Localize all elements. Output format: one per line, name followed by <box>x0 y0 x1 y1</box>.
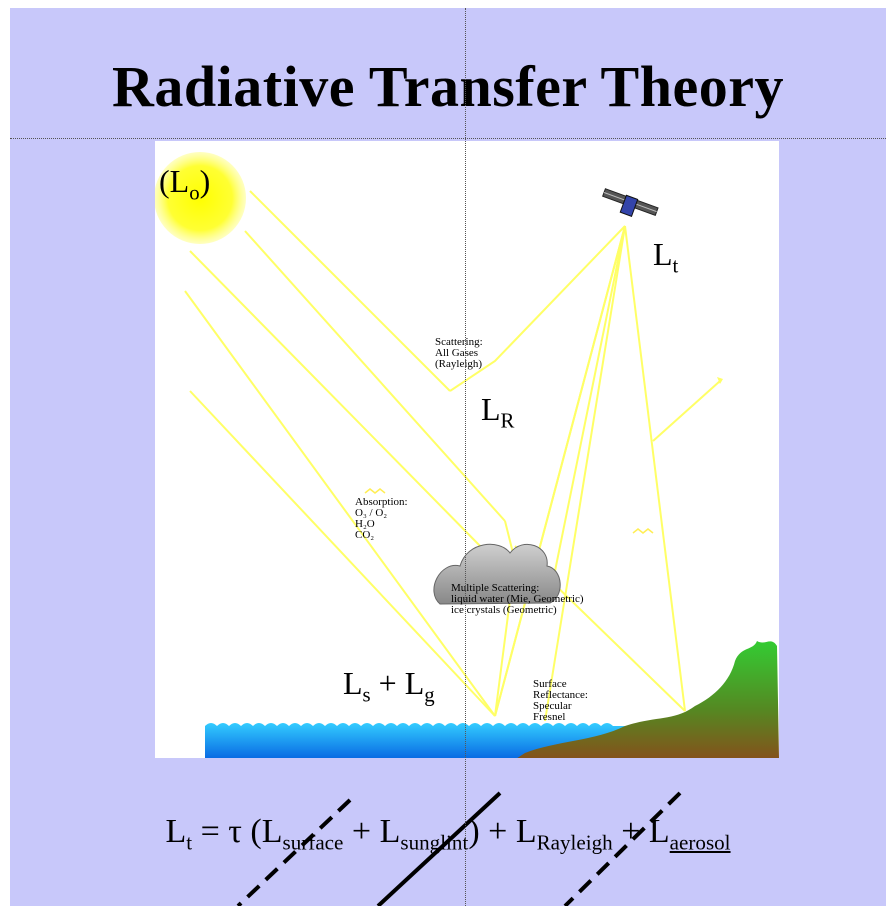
radiative-transfer-diagram: (Lo) Lt LR Ls + Lg Scattering: All Gases… <box>155 141 779 758</box>
guide-line-vertical <box>465 8 466 906</box>
guide-line-horizontal <box>10 138 886 139</box>
scattering-annotation: Scattering: All Gases (Rayleigh) <box>435 336 483 370</box>
absorption-squiggle <box>364 488 386 494</box>
sun-icon <box>155 152 246 244</box>
surface-reflectance-annotation: Surface Reflectance: Specular Fresnel <box>533 678 588 723</box>
page-title: Radiative Transfer Theory <box>112 54 784 119</box>
dashed-slash-surface <box>236 798 352 906</box>
dashed-slash-rayleigh <box>563 791 682 906</box>
land-mass <box>517 641 779 758</box>
label-l-t: Lt <box>653 236 679 278</box>
slide: Radiative Transfer Theory <box>10 8 886 906</box>
diagram-graphics <box>155 152 779 758</box>
label-ls-plus-lg: Ls + Lg <box>343 665 435 707</box>
absorption-annotation: Absorption: O₃ / O₂ H₂O CO₂ <box>355 496 408 541</box>
radiative-transfer-equation: Lt = τ (Lsurface + Lsunglint) + LRayleig… <box>165 813 731 855</box>
ray-lines <box>184 190 721 722</box>
solid-slash-sunglint <box>376 791 502 906</box>
absorption-squiggle-right <box>632 528 654 534</box>
multiple-scattering-annotation: Multiple Scattering: liquid water (Mie, … <box>451 582 584 616</box>
label-l-r: LR <box>481 391 515 433</box>
satellite-icon <box>602 188 659 217</box>
label-l-o: (Lo) <box>159 163 211 205</box>
arrow-head <box>717 377 723 384</box>
water-body <box>205 723 625 758</box>
equation-strike-lines <box>236 791 682 906</box>
